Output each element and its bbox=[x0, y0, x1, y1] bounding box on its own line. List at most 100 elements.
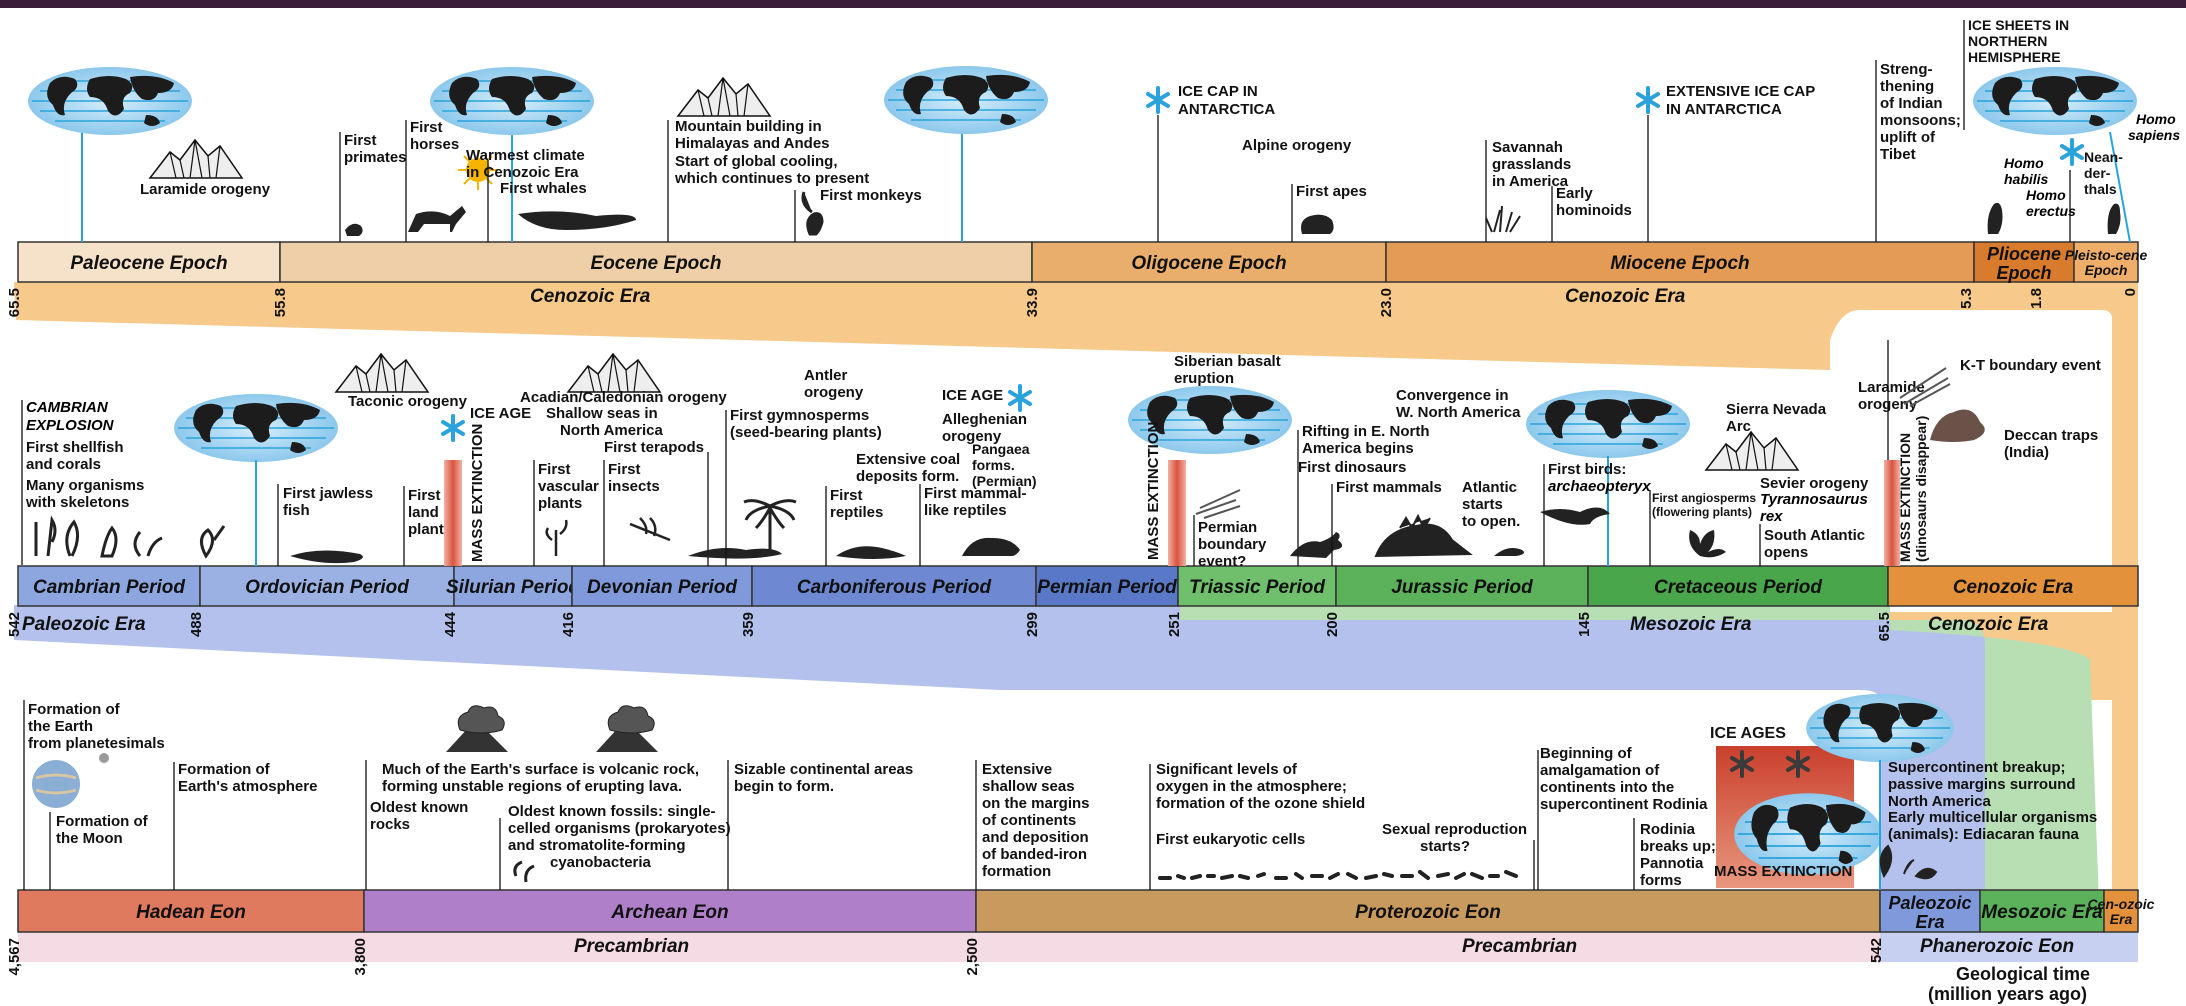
mass-extinction-3-label: MASS EXTINCTION(dinosaurs disappear) bbox=[1897, 416, 1929, 562]
sevier-label: Sevier orogeny bbox=[1760, 475, 1869, 492]
eon-label: Archean Eon bbox=[610, 902, 728, 923]
row1-era-label-1: Cenozoic Era bbox=[530, 286, 651, 307]
row2-era-label-3: Cenozoic Era bbox=[1928, 614, 2049, 635]
flower-icon bbox=[1689, 530, 1726, 558]
ape-icon bbox=[1301, 214, 1334, 234]
first-monkeys-label: First monkeys bbox=[820, 187, 922, 204]
mass-extinction-2-label: MASS EXTINCTION bbox=[1145, 422, 1162, 560]
globe-icon bbox=[1972, 66, 2138, 136]
row2-tick-label: 444 bbox=[442, 611, 459, 637]
paleozoic-band bbox=[14, 605, 1985, 930]
monkey-icon bbox=[801, 191, 824, 236]
period-bar bbox=[1587, 565, 1889, 607]
period-label: Carboniferous Period bbox=[797, 577, 992, 598]
row2-tick-label: 251 bbox=[1166, 612, 1183, 637]
globe-icon bbox=[1805, 693, 1955, 763]
period-label: Permian Period bbox=[1037, 577, 1177, 598]
kt-label: K-T boundary event bbox=[1960, 357, 2101, 374]
mountain-icon bbox=[1705, 431, 1799, 471]
alpine-orogeny-label: Alpine orogeny bbox=[1242, 137, 1352, 154]
epoch-bar bbox=[1385, 241, 1975, 283]
mountain-icon bbox=[149, 139, 243, 179]
mass-extinction-row3-label: MASS EXTINCTION bbox=[1714, 863, 1852, 880]
first-birds-label: First birds: bbox=[1548, 461, 1626, 478]
first-dinosaurs-label: First dinosaurs bbox=[1298, 459, 1406, 476]
ice-age-2-label: ICE AGE bbox=[942, 387, 1003, 404]
row2-tick-label: 200 bbox=[1324, 612, 1341, 637]
epoch-bar bbox=[17, 241, 281, 283]
grass-icon bbox=[1485, 205, 1521, 233]
mass-extinction-bar bbox=[1168, 460, 1186, 566]
plant-insect-icon bbox=[545, 517, 671, 556]
epoch-label: Eocene Epoch bbox=[591, 253, 722, 274]
row1-tick-label: 23.0 bbox=[1378, 288, 1395, 317]
terapods-label: First terapods bbox=[604, 439, 704, 456]
cambrian-fossils-icon bbox=[34, 515, 226, 559]
mountain-icon bbox=[567, 353, 661, 393]
globe-icon bbox=[429, 66, 595, 136]
row2-era-label-1: Paleozoic Era bbox=[22, 614, 146, 635]
globe-icon bbox=[1525, 389, 1691, 459]
eon-bar bbox=[2103, 889, 2139, 933]
row1-tick-label: 5.3 bbox=[1958, 288, 1975, 309]
mass-extinction-bar bbox=[1884, 460, 1900, 566]
mammal-like-reptile-icon bbox=[962, 537, 1020, 556]
row1-tick-label: 55.8 bbox=[272, 288, 289, 317]
deccan-label: Deccan traps(India) bbox=[2004, 427, 2098, 461]
oldest-fossils-label: Oldest known fossils: single-celled orga… bbox=[508, 803, 731, 871]
multicellular-label: Early multicellular organisms(animals): … bbox=[1888, 809, 2097, 843]
row1-tick-label: 0 bbox=[2122, 288, 2139, 296]
period-label: Jurassic Period bbox=[1391, 577, 1533, 598]
reptile-icon bbox=[836, 546, 906, 559]
ice-asterisk-icon bbox=[1008, 384, 1032, 412]
eon-label: Proterozoic Eon bbox=[1355, 902, 1501, 923]
eon-bar bbox=[975, 889, 1881, 933]
volcano-icon bbox=[445, 705, 509, 753]
mass-extinction-1-label: MASS EXTINCTION bbox=[469, 424, 486, 562]
meteor-icon bbox=[1195, 489, 1241, 519]
globe-icon bbox=[883, 65, 1049, 135]
mass-extinction-bar bbox=[444, 460, 462, 566]
stromatolite-icon bbox=[513, 860, 535, 883]
period-label: Ordovician Period bbox=[245, 577, 409, 598]
moon-icon bbox=[99, 753, 109, 763]
period-label: Cretaceous Period bbox=[1654, 577, 1822, 598]
first-whales-label: First whales bbox=[500, 180, 587, 197]
epoch-label: Miocene Epoch bbox=[1610, 253, 1749, 274]
stegosaurus-icon bbox=[1374, 513, 1473, 558]
eon-bar bbox=[17, 889, 365, 933]
period-bar bbox=[199, 565, 455, 607]
phanerozoic-band bbox=[1880, 932, 2138, 962]
row2-tick-label: 416 bbox=[560, 612, 577, 637]
row1-tick-label: 1.8 bbox=[2028, 288, 2045, 309]
epoch-bar bbox=[1031, 241, 1387, 283]
volcano-plume-icon bbox=[1930, 409, 1985, 442]
epoch-label: Paleocene Epoch bbox=[70, 253, 227, 274]
hominid-icon bbox=[1987, 202, 2003, 234]
row3-tick-label: 542 bbox=[1868, 938, 1885, 963]
epoch-bar bbox=[279, 241, 1033, 283]
period-bar bbox=[571, 565, 753, 607]
